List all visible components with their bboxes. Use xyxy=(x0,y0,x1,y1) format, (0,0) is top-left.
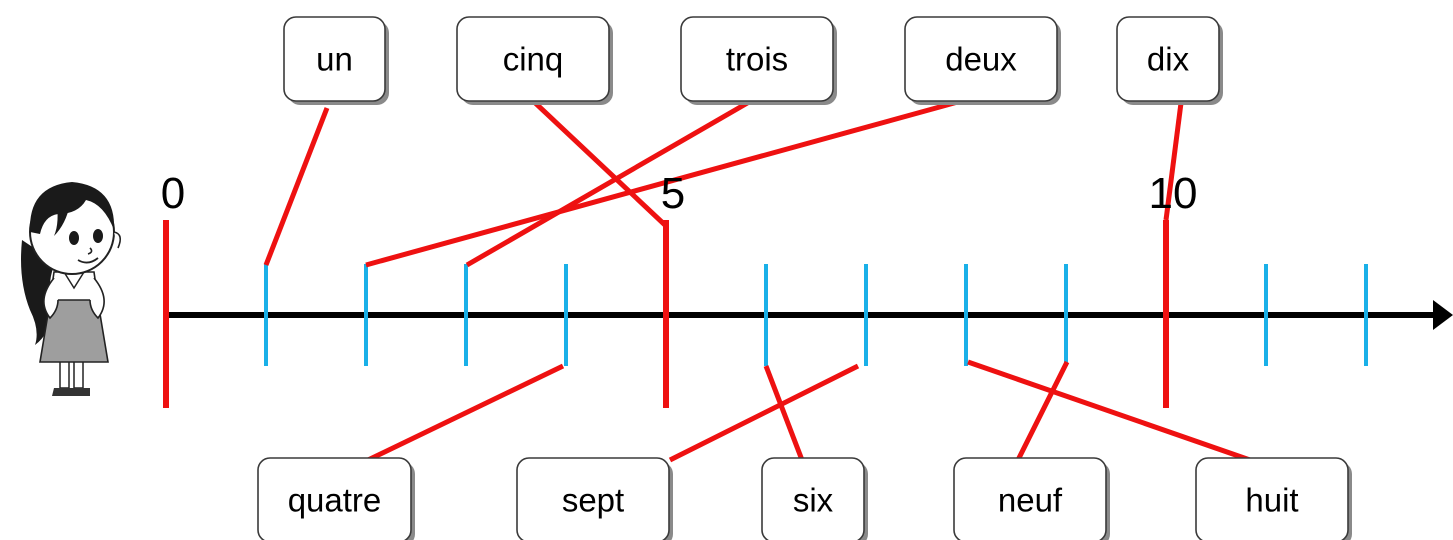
connector-line xyxy=(967,359,1251,463)
word-card-bottom: huit xyxy=(1195,457,1352,540)
tick-label: 5 xyxy=(661,169,685,218)
tick-label: 10 xyxy=(1149,169,1198,218)
arrow-head-icon xyxy=(1433,300,1453,330)
word-label: six xyxy=(793,482,834,519)
connector-line xyxy=(1015,360,1070,462)
word-card-top: cinq xyxy=(456,16,613,105)
word-card-top: dix xyxy=(1116,16,1223,105)
word-label: trois xyxy=(726,41,788,78)
connector-line xyxy=(528,96,667,227)
connector-line xyxy=(366,363,565,463)
word-box xyxy=(283,16,386,102)
word-label: huit xyxy=(1245,482,1298,519)
word-label: cinq xyxy=(503,41,564,78)
connector-line xyxy=(763,365,805,461)
word-box xyxy=(456,16,610,102)
word-box xyxy=(257,457,412,540)
word-box xyxy=(761,457,865,540)
connector-line xyxy=(465,95,758,268)
word-box xyxy=(1195,457,1349,540)
word-card-bottom: neuf xyxy=(953,457,1110,540)
connector-line xyxy=(1163,102,1184,221)
word-box xyxy=(516,457,670,540)
girl-character-icon xyxy=(21,182,122,396)
word-label: quatre xyxy=(288,482,382,519)
word-card-bottom: sept xyxy=(516,457,673,540)
word-label: neuf xyxy=(998,482,1063,519)
connector-line xyxy=(263,107,330,266)
tick-label: 0 xyxy=(161,169,185,218)
word-card-bottom: quatre xyxy=(257,457,415,540)
word-card-top: trois xyxy=(680,16,837,105)
word-box xyxy=(680,16,834,102)
word-label: dix xyxy=(1147,41,1190,78)
word-box xyxy=(1116,16,1220,102)
word-box xyxy=(953,457,1107,540)
word-card-top: un xyxy=(283,16,389,105)
word-label: sept xyxy=(562,482,624,519)
word-label: deux xyxy=(945,41,1017,78)
word-box xyxy=(904,16,1058,102)
word-label: un xyxy=(316,41,353,78)
connector-line xyxy=(668,363,860,463)
word-card-bottom: six xyxy=(761,457,868,540)
word-card-top: deux xyxy=(904,16,1061,105)
connector-line xyxy=(365,97,966,268)
